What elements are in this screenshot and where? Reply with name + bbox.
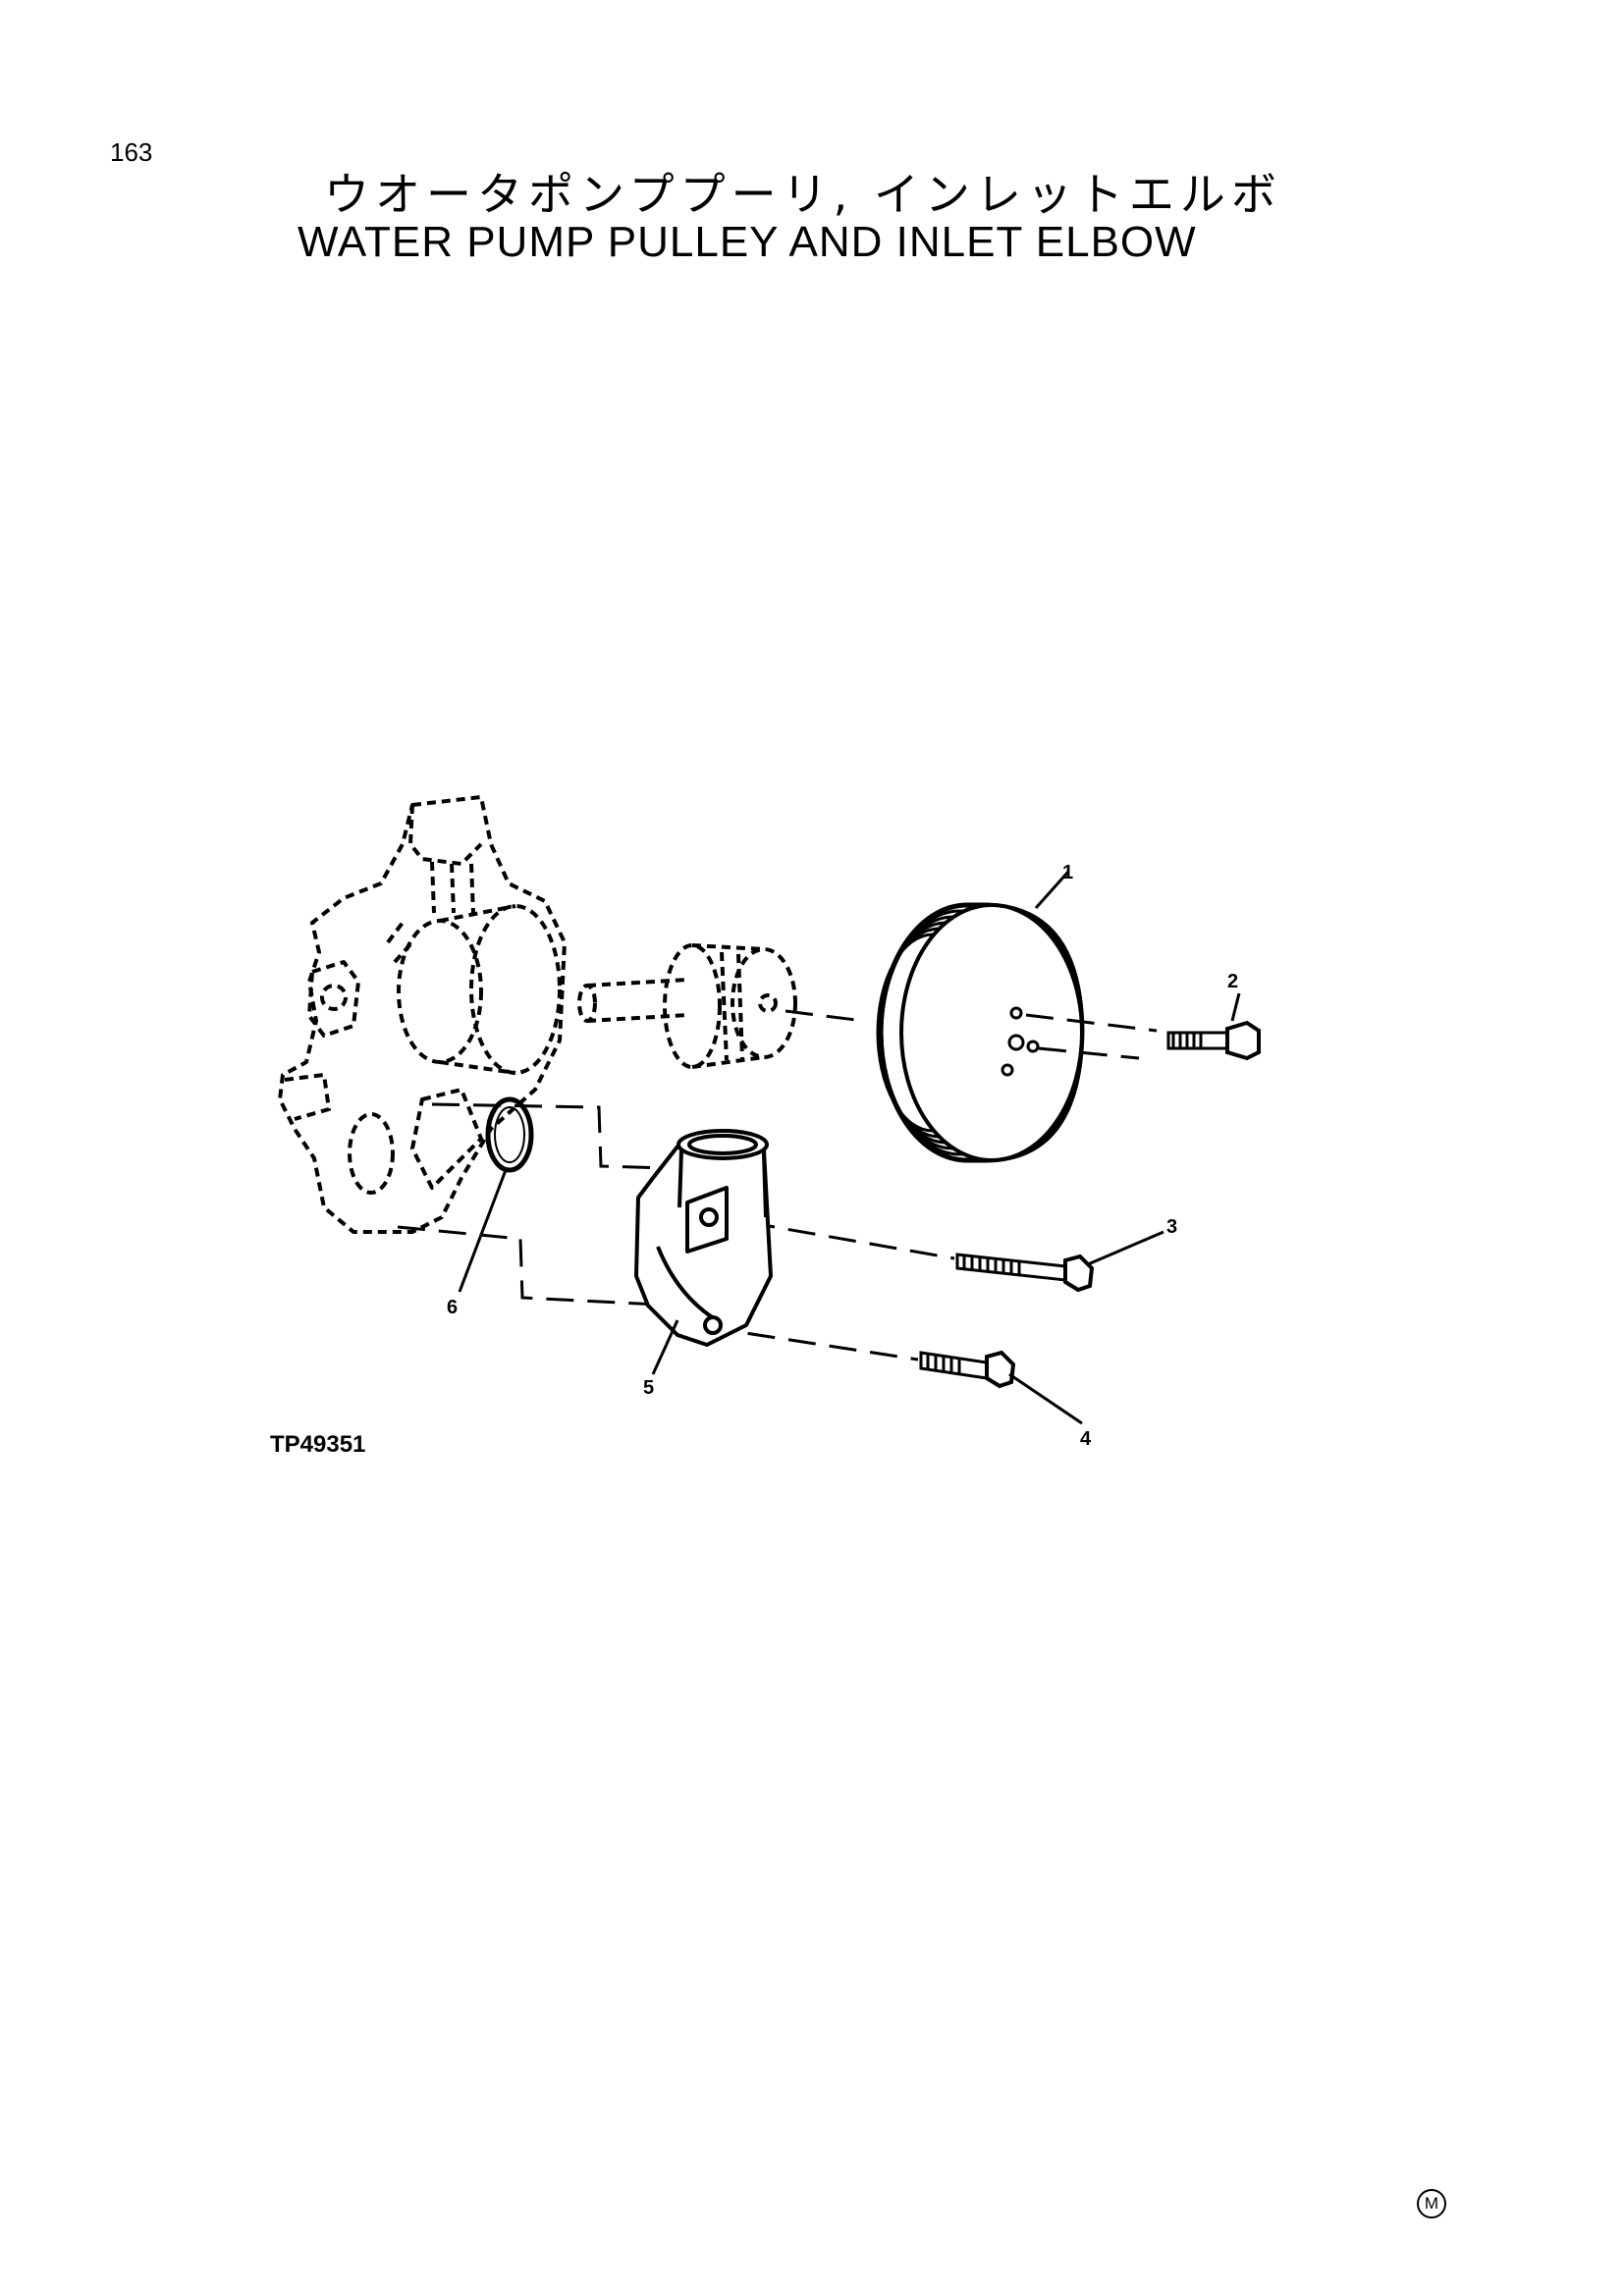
page-number: 163: [110, 137, 153, 167]
callout-4: 4: [1080, 1428, 1092, 1450]
figure-reference: TP49351: [270, 1431, 366, 1458]
cap-screw-2: [1166, 1020, 1261, 1061]
callout-1: 1: [1062, 862, 1073, 883]
impeller-shaft: [577, 943, 797, 1069]
title-english: WATER PUMP PULLEY AND INLET ELBOW: [298, 218, 1197, 266]
callout-2: 2: [1227, 971, 1238, 992]
cap-screw-4: [919, 1350, 1016, 1389]
callout-5: 5: [643, 1377, 654, 1399]
callout-6: 6: [447, 1297, 458, 1318]
callout-3: 3: [1166, 1216, 1177, 1238]
title-japanese: ウオータポンププーリ, インレットエルボ: [324, 168, 1282, 221]
circled-m-mark: M: [1417, 2189, 1446, 2218]
leader-lines: [458, 871, 1241, 1425]
pulley: [876, 902, 1085, 1163]
inlet-elbow: [634, 1129, 773, 1347]
cap-screw-3: [955, 1253, 1095, 1293]
water-pump-housing: [278, 795, 567, 1234]
o-ring: [485, 1096, 534, 1173]
